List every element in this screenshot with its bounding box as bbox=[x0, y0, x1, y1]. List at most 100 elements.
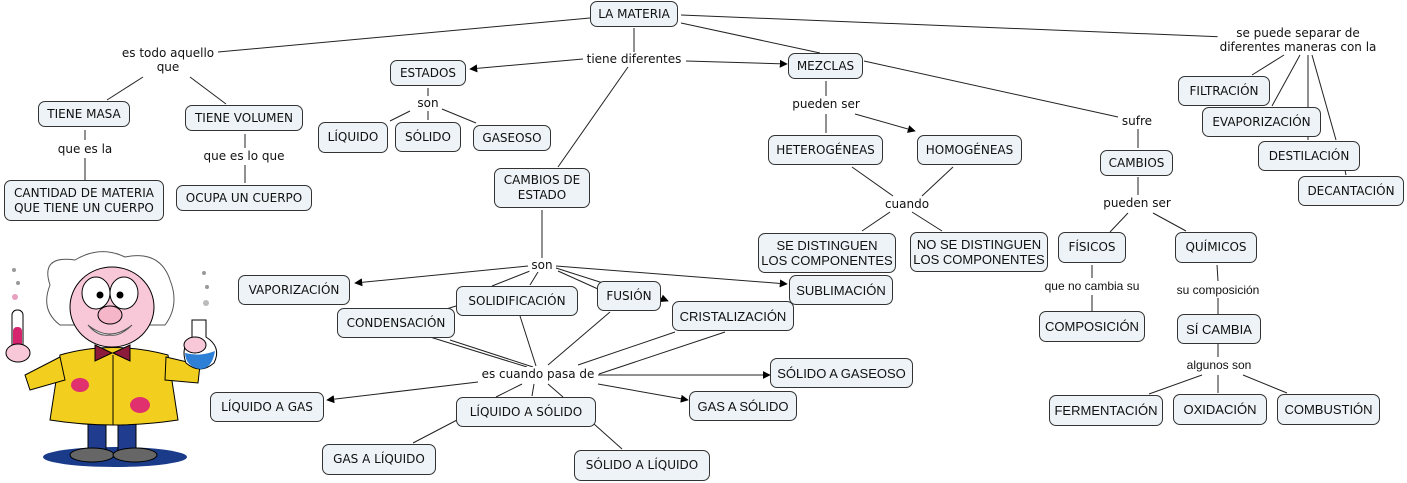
concept-solido-a-gaseoso[interactable]: SÓLIDO A GASEOSO bbox=[770, 358, 913, 388]
connector bbox=[557, 66, 629, 168]
link-pueden-ser-mezclas: pueden ser bbox=[790, 97, 862, 111]
connector bbox=[851, 166, 894, 197]
concept-fisicos[interactable]: FÍSICOS bbox=[1058, 232, 1126, 263]
concept-vaporizacion[interactable]: VAPORIZACIÓN bbox=[238, 275, 350, 305]
connector bbox=[680, 22, 821, 54]
connector bbox=[1271, 54, 1301, 107]
concept-cristalizacion[interactable]: CRISTALIZACIÓN bbox=[672, 301, 794, 331]
link-que-no-cambia-su: que no cambia su bbox=[1042, 279, 1142, 293]
concept-si-cambia[interactable]: SÍ CAMBIA bbox=[1177, 314, 1261, 344]
connector bbox=[555, 267, 604, 284]
concept-se-distinguen[interactable]: SE DISTINGUEN LOS COMPONENTES bbox=[758, 233, 896, 273]
connector bbox=[1109, 212, 1129, 233]
connector bbox=[217, 17, 591, 53]
connector bbox=[921, 166, 954, 197]
connector bbox=[1251, 54, 1285, 76]
concept-evaporizacion[interactable]: EVAPORIZACIÓN bbox=[1202, 107, 1321, 137]
connector bbox=[1311, 54, 1337, 141]
concept-fermentacion[interactable]: FERMENTACIÓN bbox=[1049, 395, 1163, 426]
connector bbox=[106, 76, 144, 101]
connector bbox=[529, 271, 539, 286]
connector bbox=[863, 60, 1119, 118]
link-su-composicion: su composición bbox=[1174, 283, 1262, 297]
concept-liquido[interactable]: LÍQUIDO bbox=[318, 122, 388, 153]
concept-cambios[interactable]: CAMBIOS bbox=[1100, 150, 1173, 176]
concept-tiene-volumen[interactable]: TIENE VOLUMEN bbox=[185, 105, 303, 131]
concept-oxidacion[interactable]: OXIDACIÓN bbox=[1173, 394, 1267, 425]
connector bbox=[189, 76, 227, 105]
connector bbox=[469, 58, 584, 73]
concept-destilacion[interactable]: DESTILACIÓN bbox=[1258, 141, 1360, 171]
link-pueden-ser-cambios: pueden ser bbox=[1101, 196, 1173, 210]
concept-fusion[interactable]: FUSIÓN bbox=[597, 281, 661, 311]
connector bbox=[598, 331, 726, 375]
connector bbox=[1242, 374, 1288, 394]
scientist-illustration bbox=[5, 251, 218, 467]
connector bbox=[429, 336, 528, 368]
connector bbox=[911, 211, 943, 232]
concept-cambios-de-estado[interactable]: CAMBIOS DE ESTADO bbox=[494, 168, 590, 208]
concept-tiene-masa[interactable]: TIENE MASA bbox=[38, 101, 130, 127]
connector bbox=[555, 265, 788, 288]
link-que-es-lo-que: que es lo que bbox=[201, 149, 287, 163]
connector bbox=[531, 383, 535, 397]
connector bbox=[577, 331, 676, 366]
connector bbox=[1216, 264, 1219, 282]
link-se-puede-separar: se puede separar de diferentes maneras c… bbox=[1217, 26, 1379, 54]
concept-condensacion[interactable]: CONDENSACIÓN bbox=[337, 308, 455, 338]
connector bbox=[1148, 374, 1203, 395]
connector bbox=[354, 265, 529, 287]
connector bbox=[597, 383, 689, 403]
concept-combustion[interactable]: COMBUSTIÓN bbox=[1277, 394, 1380, 425]
concept-homogeneas[interactable]: HOMOGÉNEAS bbox=[917, 135, 1022, 165]
connector bbox=[326, 381, 479, 404]
concept-quimicos[interactable]: QUÍMICOS bbox=[1175, 232, 1257, 263]
concept-liquido-a-solido[interactable]: LÍQUIDO A SÓLIDO bbox=[456, 397, 596, 427]
concept-decantacion[interactable]: DECANTACIÓN bbox=[1298, 176, 1404, 206]
concept-sublimacion[interactable]: SUBLIMACIÓN bbox=[789, 275, 893, 305]
connector bbox=[557, 270, 599, 290]
connector bbox=[854, 113, 916, 133]
connector bbox=[449, 339, 534, 368]
concept-no-se-distinguen[interactable]: NO SE DISTINGUEN LOS COMPONENTES bbox=[910, 232, 1048, 272]
connector bbox=[441, 108, 477, 124]
connector bbox=[685, 59, 788, 68]
concept-estados[interactable]: ESTADOS bbox=[390, 60, 466, 86]
connector bbox=[547, 383, 564, 398]
link-es-cuando-pasa-de: es cuando pasa de bbox=[479, 367, 597, 381]
link-son-cambios: son bbox=[529, 258, 555, 272]
link-algunos-son: algunos son bbox=[1184, 358, 1254, 372]
concept-gaseoso[interactable]: GASEOSO bbox=[473, 125, 551, 151]
connector bbox=[412, 419, 458, 444]
concept-liquido-a-gas[interactable]: LÍQUIDO A GAS bbox=[210, 392, 324, 422]
connector bbox=[389, 110, 411, 122]
concept-gas-a-solido[interactable]: GAS A SÓLIDO bbox=[689, 391, 797, 421]
connector bbox=[547, 311, 611, 366]
concept-filtracion[interactable]: FILTRACIÓN bbox=[1178, 76, 1270, 106]
connector bbox=[861, 211, 891, 232]
link-cuando: cuando bbox=[882, 197, 932, 211]
connector bbox=[491, 270, 531, 287]
link-sufre: sufre bbox=[1119, 114, 1155, 128]
concept-cantidad-de-materia[interactable]: CANTIDAD DE MATERIA QUE TIENE UN CUERPO bbox=[4, 180, 164, 221]
concept-mezclas[interactable]: MEZCLAS bbox=[788, 53, 863, 79]
connector bbox=[593, 423, 623, 450]
connector bbox=[680, 14, 1226, 38]
concept-ocupa-un-cuerpo[interactable]: OCUPA UN CUERPO bbox=[176, 185, 312, 211]
concept-la-materia[interactable]: LA MATERIA bbox=[590, 1, 678, 27]
connector bbox=[519, 315, 537, 367]
link-es-todo-aquello-que: es todo aquello que bbox=[119, 46, 217, 74]
link-son-estados: son bbox=[415, 96, 441, 110]
concept-solido-a-liquido[interactable]: SÓLIDO A LÍQUIDO bbox=[574, 450, 710, 481]
link-tiene-diferentes: tiene diferentes bbox=[584, 52, 684, 66]
link-que-es-la: que es la bbox=[55, 142, 115, 156]
concept-solidificacion[interactable]: SOLIDIFICACIÓN bbox=[456, 286, 578, 316]
lab-coat-shape bbox=[49, 347, 179, 426]
concept-heterogeneas[interactable]: HETEROGÉNEAS bbox=[768, 135, 883, 165]
connector bbox=[1152, 212, 1187, 232]
concept-composicion[interactable]: COMPOSICIÓN bbox=[1039, 311, 1145, 342]
concept-solido[interactable]: SÓLIDO bbox=[395, 122, 461, 152]
connector bbox=[495, 383, 523, 398]
concept-gas-a-liquido[interactable]: GAS A LÍQUIDO bbox=[322, 444, 436, 475]
